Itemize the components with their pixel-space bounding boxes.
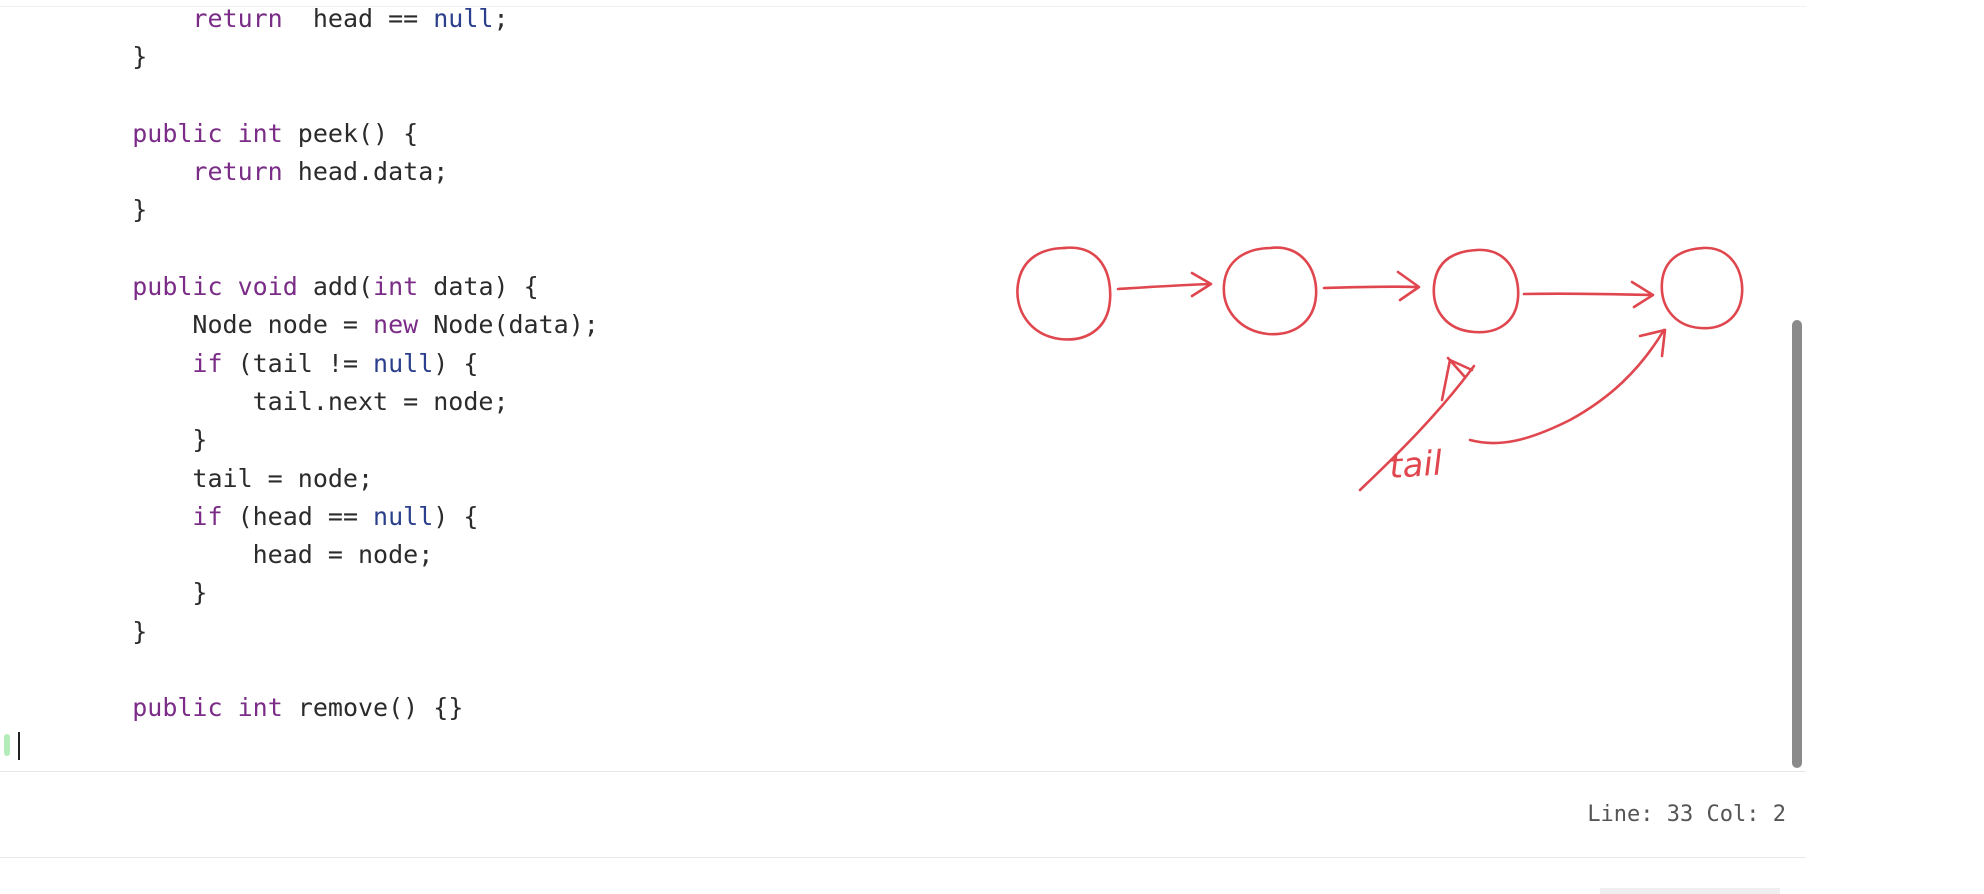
code-line[interactable]: head = node; bbox=[72, 536, 599, 574]
code-token-kw: int bbox=[237, 118, 283, 148]
code-token: ) { bbox=[433, 501, 479, 531]
code-line[interactable]: public int peek() { bbox=[72, 115, 599, 153]
code-token: ) { bbox=[433, 348, 479, 378]
vertical-scrollbar[interactable] bbox=[1790, 320, 1804, 768]
code-token: head = node; bbox=[252, 540, 434, 570]
code-line[interactable]: } bbox=[72, 613, 599, 651]
code-token: } bbox=[192, 425, 208, 455]
code-token-kw: public bbox=[132, 693, 223, 723]
code-token-kw: public bbox=[132, 272, 223, 302]
code-token bbox=[223, 119, 238, 148]
code-line[interactable]: Node node = new Node(data); bbox=[72, 306, 599, 344]
code-line[interactable]: if (head == null) { bbox=[72, 498, 599, 536]
code-token: } bbox=[132, 616, 148, 646]
code-token-kw: public bbox=[132, 118, 223, 148]
code-token: head == bbox=[282, 4, 434, 33]
code-token: peek() { bbox=[282, 118, 419, 148]
text-cursor bbox=[18, 732, 20, 760]
gutter-change-marker bbox=[4, 734, 10, 756]
code-token: add( bbox=[297, 272, 374, 302]
code-token-kw: return bbox=[192, 157, 283, 187]
code-token: (tail != bbox=[222, 348, 374, 378]
code-line[interactable]: } bbox=[72, 38, 599, 76]
code-line[interactable]: public void add(int data) { bbox=[72, 268, 599, 306]
editor-top-border bbox=[0, 6, 1806, 7]
code-line[interactable]: } bbox=[72, 421, 599, 459]
window-shadow bbox=[1600, 888, 1780, 894]
code-token-kw: void bbox=[237, 272, 298, 302]
code-token: (head == bbox=[222, 501, 374, 531]
code-line[interactable]: return head.data; bbox=[72, 153, 599, 191]
code-token-kw2: null bbox=[373, 501, 434, 531]
code-editor[interactable]: return head == null; } public int peek()… bbox=[0, 0, 1806, 770]
code-token bbox=[223, 272, 238, 301]
code-line[interactable] bbox=[72, 651, 599, 689]
scrollbar-thumb[interactable] bbox=[1792, 320, 1802, 768]
code-token bbox=[223, 693, 238, 722]
cursor-position: Line: 33 Col: 2 bbox=[1587, 802, 1786, 827]
code-line[interactable]: if (tail != null) { bbox=[72, 345, 599, 383]
code-token: head.data; bbox=[282, 157, 449, 187]
status-divider bbox=[0, 857, 1806, 858]
code-token: ; bbox=[493, 4, 509, 33]
code-line[interactable]: return head == null; bbox=[72, 0, 599, 38]
code-token-kw: return bbox=[192, 4, 283, 33]
code-line[interactable]: } bbox=[72, 191, 599, 229]
code-token: Node(data); bbox=[418, 310, 599, 340]
code-token: } bbox=[192, 578, 208, 608]
code-line[interactable]: tail = node; bbox=[72, 460, 599, 498]
code-token: data) { bbox=[418, 272, 539, 302]
gutter bbox=[4, 730, 20, 760]
code-token-kw2: null bbox=[433, 4, 494, 33]
code-token: } bbox=[132, 42, 148, 72]
code-line[interactable]: } bbox=[72, 574, 599, 612]
code-token: Node node = bbox=[192, 310, 374, 340]
code-token-kw: if bbox=[192, 348, 223, 378]
code-line[interactable] bbox=[72, 230, 599, 268]
code-token: tail = node; bbox=[192, 463, 374, 493]
code-token-kw2: null bbox=[373, 348, 434, 378]
status-bar: Line: 33 Col: 2 bbox=[0, 772, 1806, 858]
code-line[interactable]: public int remove() {} bbox=[72, 689, 599, 727]
code-token-kw: new bbox=[373, 310, 419, 340]
code-token: remove() {} bbox=[282, 693, 464, 723]
code-token: } bbox=[132, 195, 148, 225]
code-line[interactable] bbox=[72, 77, 599, 115]
code-token-kw: int bbox=[237, 693, 283, 723]
code-line[interactable]: tail.next = node; bbox=[72, 383, 599, 421]
code-token-kw: if bbox=[192, 501, 223, 531]
code-token-kw: int bbox=[373, 272, 419, 302]
code-token: tail.next = node; bbox=[252, 386, 509, 416]
code-text[interactable]: return head == null; } public int peek()… bbox=[72, 0, 599, 728]
editor-divider bbox=[0, 771, 1806, 772]
